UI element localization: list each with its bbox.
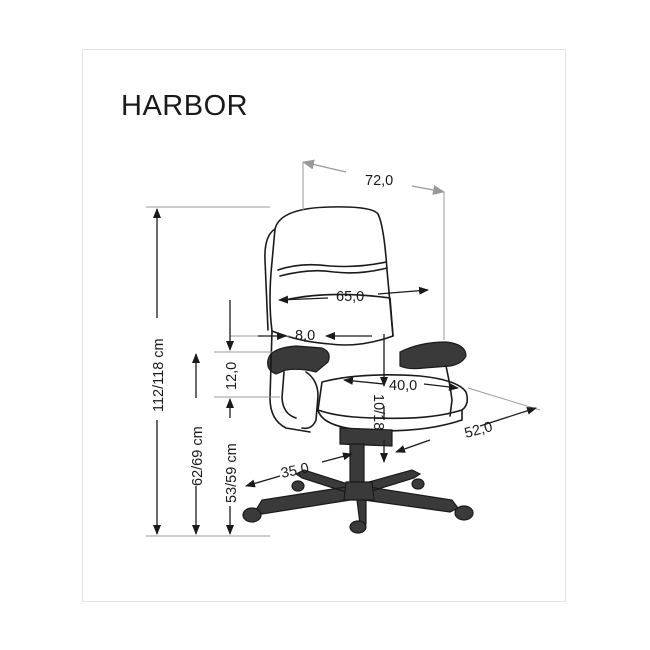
dim-base-radius-label: 35,0 <box>280 460 311 482</box>
chair-illustration <box>242 206 474 534</box>
dim-backrest-width-label: 65,0 <box>336 289 364 305</box>
product-title: HARBOR <box>121 90 249 122</box>
dim-armrest-height-label: 12,0 <box>224 362 240 390</box>
backrest <box>269 206 394 346</box>
backrest-side <box>264 228 276 331</box>
dim-lumbar: 8,0 <box>230 328 372 344</box>
casters <box>242 478 474 534</box>
dim-lumbar-label: 8,0 <box>295 328 315 344</box>
dim-armrest-floor-label: 62/69 cm <box>190 426 206 486</box>
dim-seat-width: 40,0 <box>343 376 459 394</box>
dim-depth-total-label: 72,0 <box>365 173 393 189</box>
dim-backrest-width: 65,0 <box>278 286 429 305</box>
seat-mechanism <box>339 427 393 447</box>
caster-back-right <box>411 478 425 490</box>
right-armrest-pad <box>399 341 467 370</box>
dim-seat-height-adjust: 10/18 <box>370 334 388 463</box>
lumbar-pad <box>284 293 394 337</box>
caster-right <box>454 505 474 521</box>
dim-armrest-height: 12,0 <box>214 300 280 418</box>
star-base-hub <box>343 481 375 501</box>
left-armrest-pad <box>267 345 330 375</box>
left-armrest-support <box>301 371 319 430</box>
caster-left <box>242 507 262 523</box>
dim-base-radius: 35,0 <box>245 452 353 488</box>
dim-seat-width-label: 40,0 <box>389 378 417 394</box>
dim-seat-floor-label: 53/59 cm <box>224 443 240 503</box>
left-armrest-inner <box>281 371 297 419</box>
dim-armrest-floor: 62/69 cm <box>190 353 206 535</box>
dim-total-height: 112/118 cm <box>151 208 167 535</box>
seat <box>317 374 469 420</box>
dim-seat-floor: 53/59 cm <box>224 443 240 535</box>
caster-back-left <box>291 480 305 492</box>
caster-front <box>349 520 367 534</box>
diagram-frame <box>82 49 566 602</box>
right-armrest-support <box>445 365 453 417</box>
dim-total-height-label: 112/118 cm <box>151 338 167 412</box>
backrest-seam <box>277 261 387 271</box>
back-frame <box>269 330 311 433</box>
backrest-seam-lower <box>279 267 388 277</box>
dim-seat-depth-label: 52,0 <box>463 419 494 442</box>
dim-seat-depth: 52,0 <box>395 387 541 453</box>
dim-depth-total: 72,0 <box>302 159 445 340</box>
dim-seat-height-adjust-label: 10/18 <box>370 394 386 430</box>
